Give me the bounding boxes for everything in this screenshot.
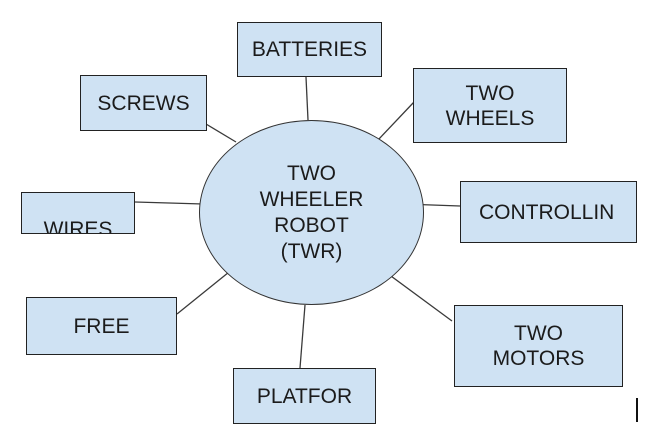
connector-batteries [305, 76, 309, 121]
node-wires-label: WIRES [43, 218, 113, 234]
connector-free [176, 267, 235, 315]
hub-two-wheeler-robot: TWO WHEELER ROBOT (TWR) [199, 120, 424, 305]
node-two-wheels-label: TWO WHEELS [445, 81, 535, 130]
connector-screws [205, 123, 237, 143]
text-cursor [636, 398, 638, 422]
node-two-motors-label: TWO MOTORS [492, 322, 585, 370]
node-controlling: CONTROLLIN [460, 181, 637, 243]
node-batteries: BATTERIES [237, 22, 382, 77]
node-two-motors: TWO MOTORS [454, 305, 623, 387]
node-controlling-label: CONTROLLIN [479, 200, 615, 224]
node-screws: SCREWS [80, 75, 207, 131]
node-batteries-label: BATTERIES [251, 38, 368, 61]
connector-two-wheels [377, 101, 415, 141]
connector-platform [299, 304, 306, 369]
node-platform-label: PLATFOR [256, 384, 353, 408]
node-two-wheels: TWO WHEELS [413, 68, 567, 143]
node-wires: WIRES [21, 192, 135, 234]
node-screws-label: SCREWS [97, 91, 190, 115]
node-free: FREE [26, 297, 177, 355]
node-free-label: FREE [73, 314, 130, 338]
node-platform: PLATFOR [233, 368, 376, 424]
connector-wires [134, 201, 204, 205]
